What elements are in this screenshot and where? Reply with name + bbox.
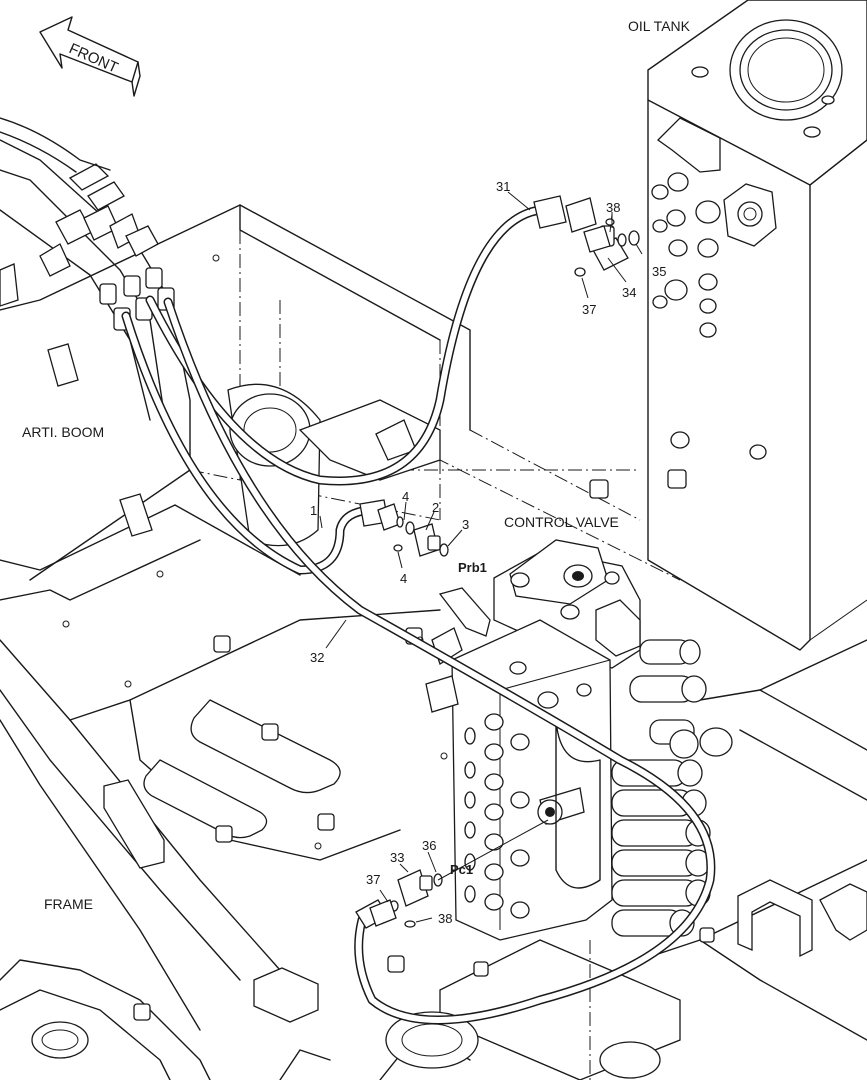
section-labels: OIL TANK ARTI. BOOM CONTROL VALVE FRAME [22, 18, 691, 912]
callout-32: 32 [310, 650, 324, 665]
tank-ports [651, 172, 777, 489]
front-arrow: FRONT [39, 16, 141, 97]
port-labels: Prb1 Pc1 [450, 560, 487, 877]
pc1-fitting [369, 819, 549, 928]
leader-lines [319, 191, 643, 923]
prb1-port-label: Prb1 [458, 560, 487, 575]
front-arrow-label: FRONT [66, 40, 120, 77]
oil-tank [647, 0, 867, 651]
prb1-fitting [377, 503, 449, 557]
callout-1: 1 [310, 503, 317, 518]
frame-label: FRAME [44, 896, 93, 912]
callout-34: 34 [622, 285, 636, 300]
callout-35: 35 [652, 264, 666, 279]
control-valve-label: CONTROL VALVE [504, 514, 619, 530]
callout-38-bottom: 38 [438, 911, 452, 926]
callout-3: 3 [462, 517, 469, 532]
oil-tank-label: OIL TANK [628, 18, 691, 34]
tank-fitting-34 [565, 197, 640, 277]
valve-bolts [464, 713, 530, 919]
callout-38-top: 38 [606, 200, 620, 215]
callout-37-bottom: 37 [366, 872, 380, 887]
part-callouts: 31 38 35 34 37 4 2 3 1 4 32 33 36 37 38 [310, 179, 666, 926]
arti-boom-label: ARTI. BOOM [22, 424, 104, 440]
hoses [121, 195, 716, 1025]
callout-31: 31 [496, 179, 510, 194]
callout-33: 33 [390, 850, 404, 865]
frame-structure [0, 139, 867, 1080]
callout-37-top: 37 [582, 302, 596, 317]
control-valve [425, 539, 733, 1080]
callout-4-top: 4 [402, 489, 409, 504]
callout-36: 36 [422, 838, 436, 853]
callout-4-bottom: 4 [400, 571, 407, 586]
callout-2: 2 [432, 500, 439, 515]
bolt-heads [62, 254, 715, 1021]
pc1-port-label: Pc1 [450, 862, 473, 877]
